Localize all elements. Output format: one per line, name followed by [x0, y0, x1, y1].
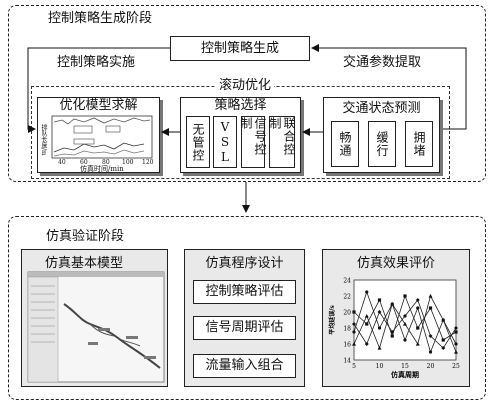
- mini-chart-ylabel: 排队长度/m: [40, 124, 47, 156]
- data-point: [415, 342, 420, 346]
- stage2-frame: [8, 216, 486, 400]
- mini-chart-tick: 80: [102, 159, 110, 166]
- data-point: [454, 330, 458, 334]
- strategy-joint: 联合控制: [268, 116, 296, 168]
- data-point: [364, 342, 369, 346]
- program-item-strategy-eval: [193, 280, 296, 304]
- data-point: [403, 322, 407, 326]
- data-point: [441, 318, 446, 322]
- data-point: [365, 322, 369, 326]
- stage1-frame: [8, 5, 486, 182]
- generate-box: [170, 36, 310, 61]
- y-axis-label: 平均延误/s: [328, 305, 336, 335]
- stage2-title: 仿真验证阶段: [46, 229, 125, 244]
- data-point: [428, 294, 433, 298]
- data-point: [454, 350, 458, 354]
- data-point: [403, 314, 407, 318]
- data-point: [377, 346, 382, 350]
- program-item-flow-input: [193, 354, 296, 378]
- data-point: [403, 294, 407, 298]
- basic-model-label: 仿真基本模型: [45, 256, 124, 271]
- mini-chart: [51, 115, 153, 159]
- model-solve-box: [37, 97, 160, 173]
- strategy-signal: 信号控制: [239, 116, 267, 168]
- data-point: [377, 326, 382, 330]
- y-tick-label: 18: [343, 326, 351, 333]
- strategy-select-label: 策略选择: [214, 98, 267, 113]
- y-tick-label: 20: [343, 310, 351, 317]
- extract-label: 交通参数提取: [343, 55, 422, 70]
- data-point: [352, 322, 356, 326]
- strategy-vsl: VSL: [213, 116, 237, 168]
- data-point: [441, 346, 446, 350]
- data-point: [428, 306, 433, 310]
- x-axis-label: 仿真周期: [391, 370, 419, 379]
- simulation-screenshot: [27, 271, 165, 383]
- stage1-title: 控制策略生成阶段: [48, 11, 153, 26]
- program-design-label: 仿真程序设计: [205, 256, 284, 271]
- data-point: [428, 350, 433, 354]
- x-tick-label: 10: [376, 363, 384, 370]
- effect-eval-chart: 14 16 18 20 22 24 5 10 15 20 25 仿真周期 平均延误/s: [328, 278, 460, 380]
- data-point: [365, 290, 369, 294]
- program-item-label: 信号周期评估: [205, 320, 284, 335]
- data-point: [390, 302, 395, 306]
- data-point: [377, 298, 382, 302]
- mini-chart-xlabel: 仿真时间/min: [80, 165, 124, 173]
- x-tick-label: 25: [452, 363, 460, 370]
- mini-chart-tick: 60: [80, 159, 88, 166]
- program-item-label: 控制策略评估: [205, 284, 284, 299]
- x-tick-label: 15: [401, 363, 409, 370]
- data-point: [415, 298, 420, 302]
- y-tick-label: 16: [343, 342, 351, 349]
- data-point: [403, 338, 407, 342]
- y-tick-label: 22: [343, 294, 351, 301]
- effect-eval-label: 仿真效果评价: [356, 256, 435, 271]
- strategy-no-control: 无管控: [186, 116, 210, 168]
- data-point: [364, 314, 369, 318]
- data-point: [390, 330, 395, 334]
- program-item-cycle-eval: [193, 316, 296, 340]
- data-point: [416, 326, 420, 330]
- rolling-label: 滚动优化: [216, 78, 275, 94]
- mini-chart-tick: 40: [58, 159, 66, 166]
- data-point: [428, 334, 433, 338]
- data-point: [377, 310, 382, 314]
- x-tick-label: 5: [352, 363, 356, 370]
- data-point: [416, 306, 420, 310]
- mini-chart-tick: 100: [122, 159, 134, 166]
- implement-label: 控制策略实施: [57, 55, 136, 70]
- data-point: [390, 334, 394, 338]
- model-solve-label: 优化模型求解: [59, 98, 138, 113]
- data-point: [454, 326, 458, 330]
- mini-chart-tick: 120: [142, 159, 154, 166]
- data-point: [352, 330, 356, 334]
- state-slow: 缓行: [368, 121, 396, 167]
- x-tick-label: 20: [427, 363, 435, 370]
- data-point: [454, 342, 458, 346]
- y-tick-label: 24: [343, 278, 351, 285]
- program-item-label: 流量输入组合: [205, 358, 284, 373]
- data-point: [352, 310, 356, 314]
- y-tick-label: 14: [343, 358, 351, 365]
- traffic-predict-label: 交通状态预测: [342, 101, 421, 116]
- data-point: [352, 342, 356, 346]
- plot-area: [353, 279, 457, 361]
- data-point: [441, 338, 445, 342]
- generate-label: 控制策略生成: [200, 41, 279, 56]
- state-smooth: 畅通: [331, 121, 359, 167]
- state-congested: 拥堵: [405, 121, 433, 167]
